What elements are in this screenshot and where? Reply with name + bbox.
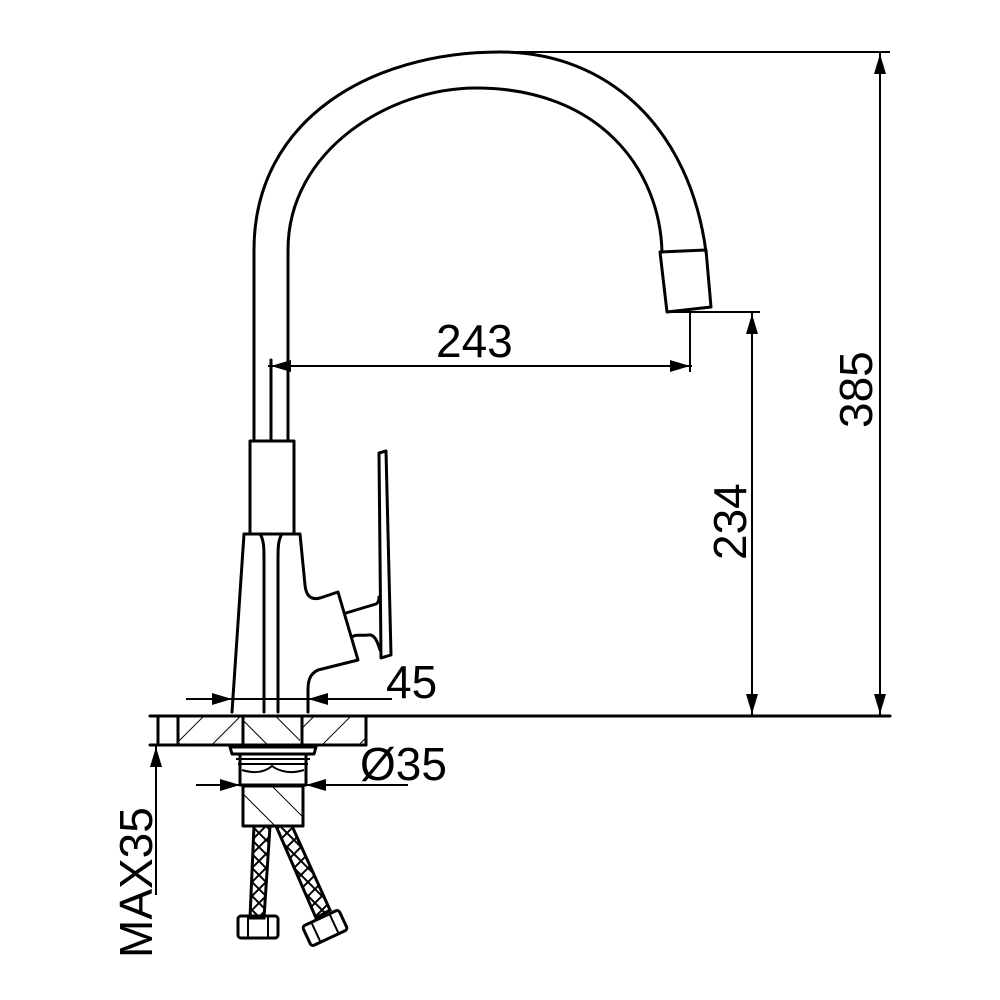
spout-collar: [248, 439, 296, 536]
dim-label-mounting-hole: Ø35: [360, 738, 447, 790]
spout: [252, 50, 708, 442]
hose-nut-right: [301, 909, 349, 947]
dim-label-spout-reach: 243: [436, 315, 513, 367]
faucet-body: [230, 532, 360, 714]
dimension-total-height: 385: [500, 51, 890, 716]
threaded-shank: [228, 745, 318, 828]
hose-nut-left: [236, 914, 280, 940]
supply-hoses: [236, 824, 349, 947]
dimension-spout-reach: 243: [268, 312, 692, 372]
aerator: [658, 248, 713, 314]
dimension-max-thickness: MAX35: [110, 745, 162, 958]
dim-label-total-height: 385: [830, 351, 882, 428]
dim-label-max-thickness: MAX35: [110, 807, 162, 958]
dimension-outlet-height: 234: [668, 311, 760, 716]
dim-label-outlet-height: 234: [704, 483, 756, 560]
dim-label-base-width: 45: [386, 656, 437, 708]
countertop-section: [148, 714, 892, 747]
dimension-base-width: 45: [186, 656, 437, 708]
lever-handle: [344, 449, 393, 660]
dimension-mounting-hole: Ø35: [196, 738, 447, 791]
